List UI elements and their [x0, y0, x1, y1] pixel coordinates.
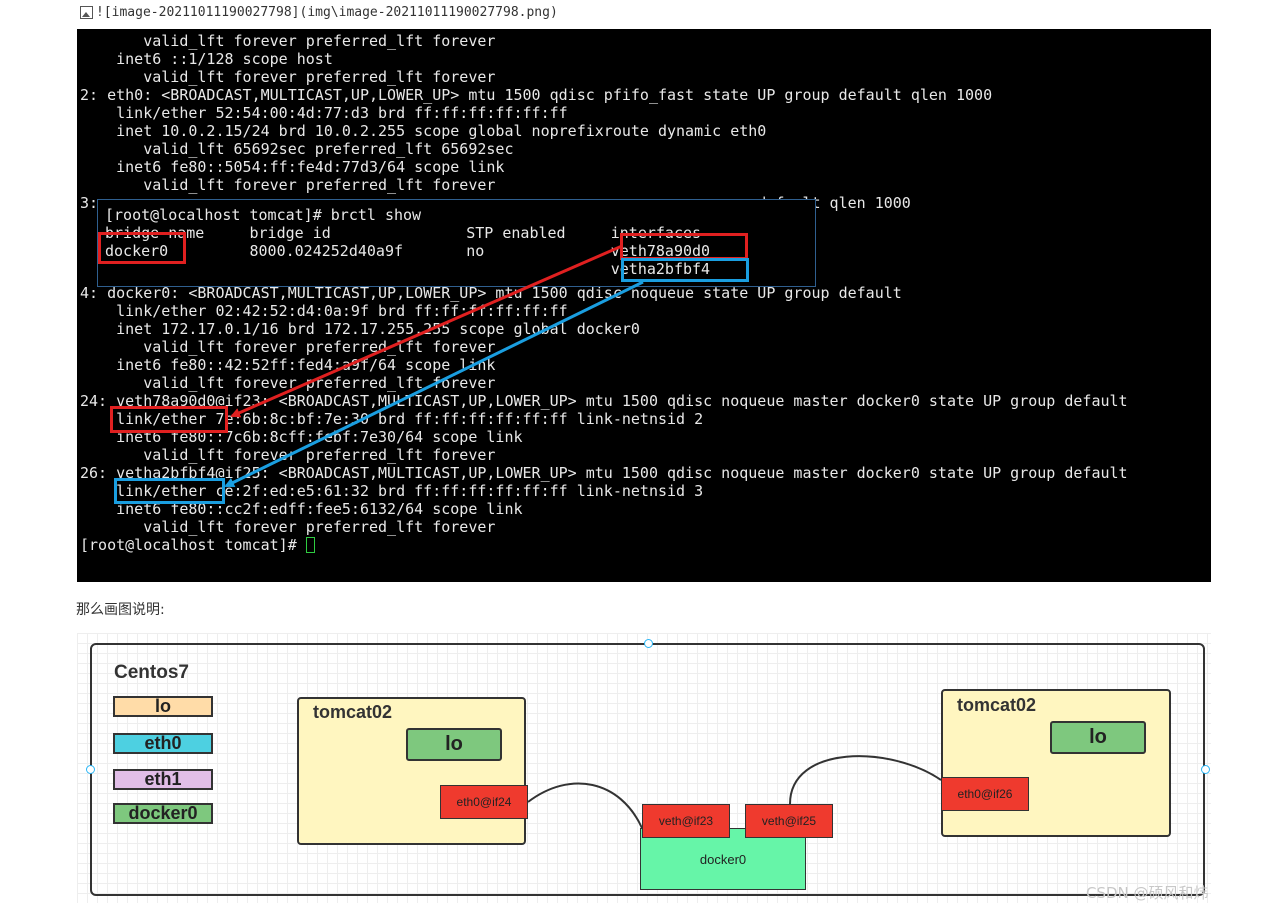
container-left-title: tomcat02: [313, 702, 393, 722]
markdown-image-link-text: ![image-20211011190027798](img\image-202…: [96, 5, 558, 20]
container-left-lo: lo: [406, 728, 502, 761]
veth-if25: veth@if25: [745, 804, 833, 838]
highlight-veth78a90d0-line: [110, 406, 228, 433]
veth-if23: veth@if23: [642, 804, 730, 838]
diagram-caption: 那么画图说明:: [76, 602, 165, 618]
legend-docker0: docker0: [113, 803, 213, 824]
highlight-vetha2bfbf4-line: [114, 478, 225, 504]
container-left-eth0: eth0@if24: [440, 785, 528, 819]
container-right-title: tomcat02: [957, 695, 1037, 715]
terminal-output: valid_lft forever preferred_lft forever …: [80, 32, 1128, 554]
csdn-watermark: CSDN @硕风和炜: [1086, 884, 1209, 902]
container-right: [941, 689, 1171, 837]
terminal-cursor: [305, 537, 315, 553]
terminal-screenshot: valid_lft forever preferred_lft forever …: [77, 29, 1211, 582]
broken-image-icon: [80, 6, 93, 19]
legend-eth1: eth1: [113, 769, 213, 790]
legend-lo: lo: [113, 696, 213, 717]
markdown-image-link[interactable]: ![image-20211011190027798](img\image-202…: [80, 5, 558, 20]
resize-handle-top[interactable]: [644, 639, 653, 648]
highlight-docker0: [98, 232, 186, 264]
host-title: Centos7: [114, 662, 189, 683]
highlight-vetha2bfbf4: [621, 258, 749, 282]
container-right-lo: lo: [1050, 721, 1146, 754]
terminal-prompt: [root@localhost tomcat]#: [80, 536, 306, 554]
container-right-eth0: eth0@if26: [941, 777, 1029, 811]
container-left: [297, 697, 526, 845]
highlight-veth78a90d0: [620, 233, 748, 260]
resize-handle-right[interactable]: [1201, 765, 1210, 774]
resize-handle-left[interactable]: [86, 765, 95, 774]
legend-eth0: eth0: [113, 733, 213, 754]
